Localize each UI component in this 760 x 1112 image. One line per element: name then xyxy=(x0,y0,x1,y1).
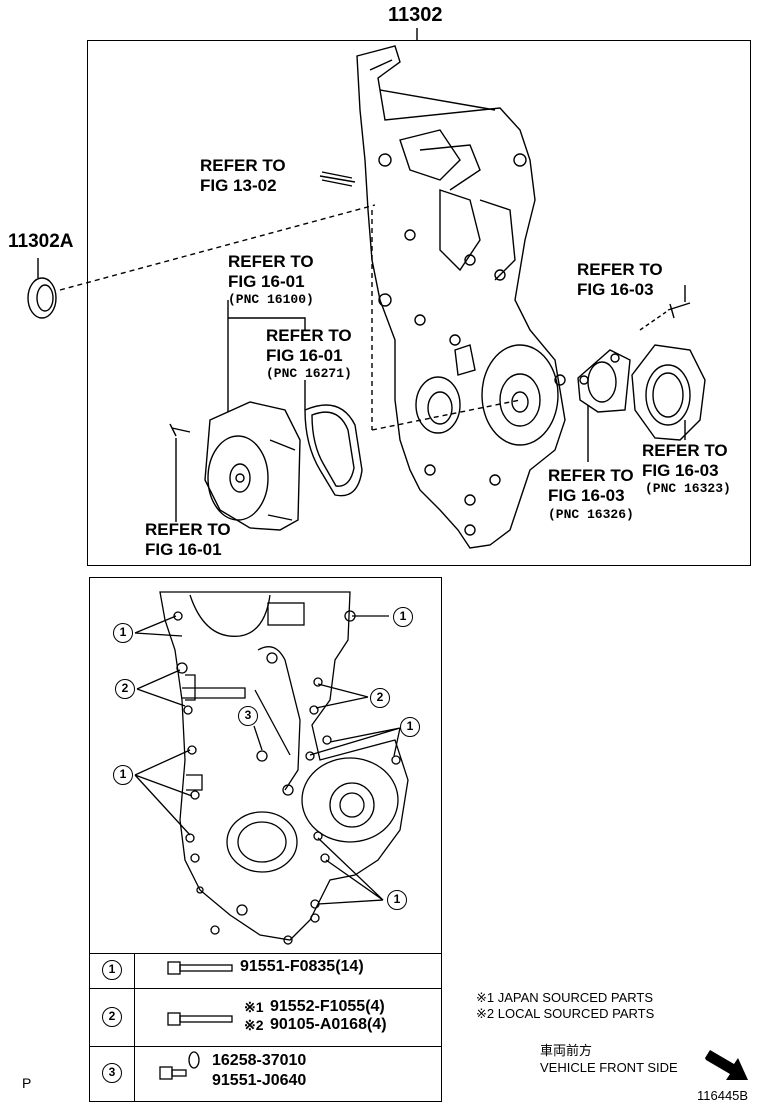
legend-part-3a: 16258-37010 xyxy=(212,1052,307,1069)
legend-mark-2: ※2 xyxy=(244,1017,264,1033)
callout-1-bottom: 1 xyxy=(387,890,407,910)
refer-fig16-03-outlet-line1: REFER TO xyxy=(642,441,728,460)
pnc-16323: (PNC 16323) xyxy=(645,481,731,496)
refer-fig16-01-gasket-line1: REFER TO xyxy=(266,326,352,345)
legend-divider-2 xyxy=(89,1046,442,1047)
bolt-location-frame xyxy=(89,577,442,1102)
direction-en: VEHICLE FRONT SIDE xyxy=(540,1060,678,1075)
callout-1-mid-left: 1 xyxy=(113,765,133,785)
figure-id: 116445B xyxy=(697,1088,749,1103)
pnc-16271: (PNC 16271) xyxy=(266,366,352,381)
note-japan-sourced: ※1 JAPAN SOURCED PARTS xyxy=(476,990,654,1005)
legend-part-3b: 91551-J0640 xyxy=(212,1072,307,1089)
refer-fig16-01-gasket-line2[interactable]: FIG 16-01 xyxy=(266,346,343,365)
legend-column-divider xyxy=(134,953,135,1102)
pnc-16326: (PNC 16326) xyxy=(548,507,634,522)
timing-chain-cover xyxy=(356,45,566,549)
refer-fig16-03-outlet-line2[interactable]: FIG 16-03 xyxy=(642,461,719,480)
callout-2-right: 2 xyxy=(370,688,390,708)
refer-fig16-01-pump-line1: REFER TO xyxy=(228,252,314,271)
page-marker: P xyxy=(22,1075,32,1091)
exploded-view-frame xyxy=(87,40,751,566)
legend-num-2: 2 xyxy=(102,1007,122,1027)
legend-part-1: 91551-F0835(14) xyxy=(240,958,364,975)
pnc-16100: (PNC 16100) xyxy=(228,292,314,307)
direction-jp: 車両前方 xyxy=(540,1043,593,1058)
water-pump xyxy=(204,401,301,531)
refer-fig16-03-bolt-line1: REFER TO xyxy=(577,260,663,279)
legend-divider-top xyxy=(89,953,442,954)
legend-divider-1 xyxy=(89,988,442,989)
refer-fig13-02-line2[interactable]: FIG 13-02 xyxy=(200,176,277,195)
refer-fig16-03-gasket-line2[interactable]: FIG 16-03 xyxy=(548,486,625,505)
legend-part-2b: 90105-A0168(4) xyxy=(270,1016,387,1033)
callout-1-top-left: 1 xyxy=(113,623,133,643)
refer-fig16-01-pump-line2[interactable]: FIG 16-01 xyxy=(228,272,305,291)
callout-1-mid-right: 1 xyxy=(400,717,420,737)
main-part-number: 11302 xyxy=(388,4,443,26)
legend-num-1: 1 xyxy=(102,960,122,980)
refer-fig16-03-bolt-line2[interactable]: FIG 16-03 xyxy=(577,280,654,299)
callout-1-top-right: 1 xyxy=(393,607,413,627)
refer-fig13-02-line1: REFER TO xyxy=(200,156,286,175)
refer-fig16-03-gasket-line1: REFER TO xyxy=(548,466,634,485)
refer-fig16-01-bolt-line1: REFER TO xyxy=(145,520,231,539)
callout-2-left: 2 xyxy=(115,679,135,699)
legend-part-2a: 91552-F1055(4) xyxy=(270,998,385,1015)
note-local-sourced: ※2 LOCAL SOURCED PARTS xyxy=(476,1006,655,1021)
refer-fig16-01-bolt-line2[interactable]: FIG 16-01 xyxy=(145,540,222,559)
legend-mark-1: ※1 xyxy=(244,999,264,1015)
seal-part-number: 11302A xyxy=(8,231,74,252)
legend-num-3: 3 xyxy=(102,1063,122,1083)
callout-3: 3 xyxy=(238,706,258,726)
